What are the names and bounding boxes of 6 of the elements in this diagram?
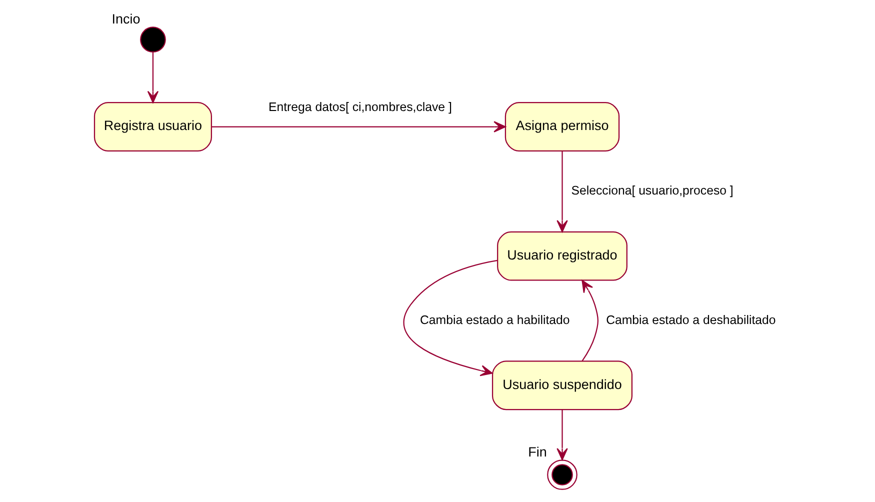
edge-label: Entrega datos[ ci,nombres,clave ]	[268, 100, 452, 114]
edge-label: Cambia estado a habilitado	[420, 312, 570, 327]
edge-label: Selecciona[ usuario,proceso ]	[570, 184, 733, 198]
node-label: Incio	[111, 11, 140, 26]
node-label: Fin	[528, 444, 546, 460]
edge-label: Cambia estado a deshabilitado	[606, 312, 776, 327]
